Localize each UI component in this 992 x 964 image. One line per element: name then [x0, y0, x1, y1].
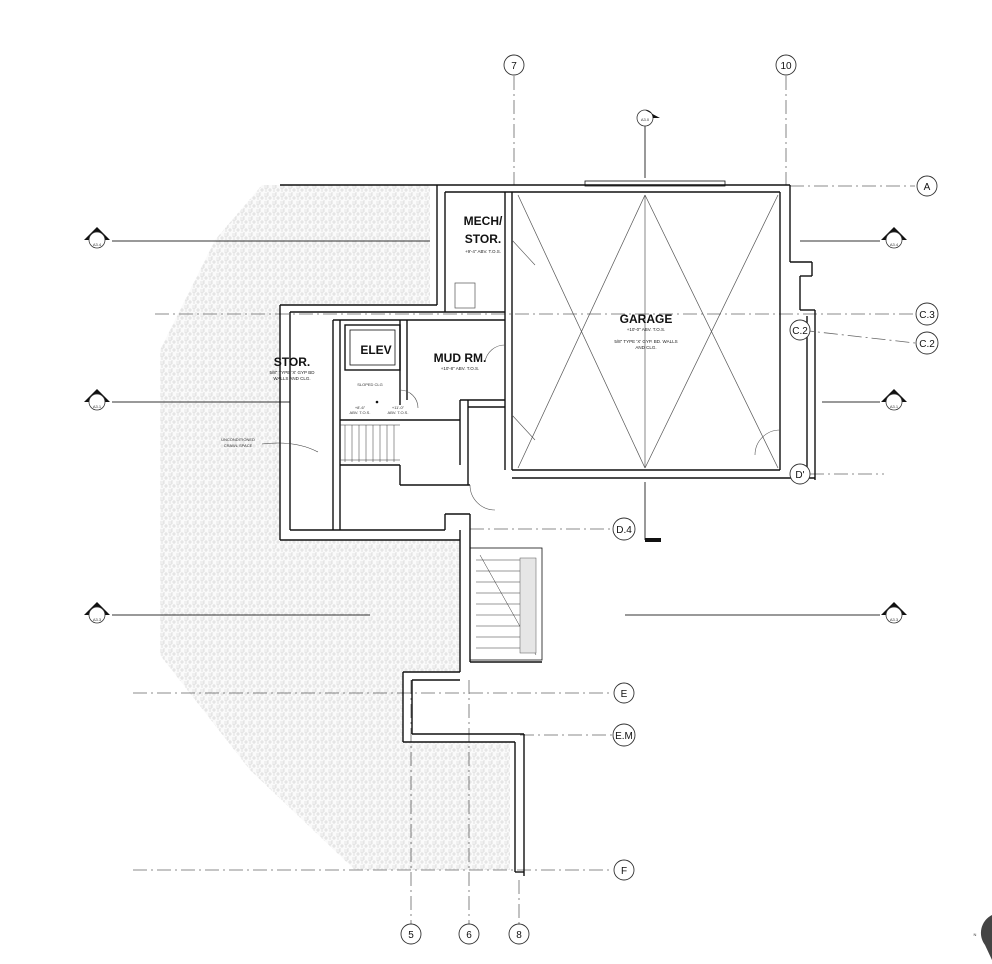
grid-bubble-d4	[612, 517, 636, 541]
section-cut-lines	[112, 126, 880, 616]
section-marker-top: A3.0	[636, 109, 660, 127]
grid-label-row-e: E	[621, 689, 628, 700]
grid-bubble-f	[613, 859, 635, 881]
mech-room-label-2: STOR.	[465, 232, 501, 246]
section-marker-left-upper-label: A3.4	[93, 242, 102, 247]
grid-label-row-a: A	[924, 182, 931, 193]
garage-note-3: AND CLG.	[635, 345, 656, 350]
crawl-label-1: UNCONDITIONED	[221, 437, 255, 442]
section-marker-left-upper: A3.4	[84, 227, 110, 249]
section-marker-left-lower-label: A3.3	[93, 617, 102, 622]
section-marker-left-mid-label: A3.1	[93, 404, 102, 409]
grid-label-col-5: 5	[408, 930, 414, 941]
level-left-1: +8'-6"	[355, 405, 366, 410]
section-tail	[645, 538, 661, 542]
section-marker-right-upper: A3.4	[881, 227, 907, 249]
grid-bubble-em	[612, 723, 636, 747]
garage-bay-marks	[517, 194, 779, 469]
grid-label-col-7: 7	[511, 61, 517, 72]
grid-bubble-10	[775, 54, 797, 76]
stair-fill	[519, 557, 537, 654]
mud-room-label: MUD RM.	[434, 351, 487, 365]
section-marker-right-mid: A3.1	[881, 389, 907, 411]
grid-bubbles	[400, 54, 939, 945]
section-marker-right-lower-label: A3.3	[890, 617, 899, 622]
grid-label-col-6: 6	[466, 930, 472, 941]
sloped-clg-label: SLOPED CLG	[357, 382, 383, 387]
door-swings	[399, 239, 781, 511]
grid-label-row-c2-inner: C.2	[792, 326, 808, 337]
crawl-label-2: CRAWL SPACE	[224, 443, 253, 448]
grid-bubble-6	[458, 923, 480, 945]
crawl-leader-arrow	[261, 442, 319, 453]
grid-label-col-10: 10	[780, 61, 792, 72]
grid-bubble-5	[400, 923, 422, 945]
grid-bubble-e	[613, 682, 635, 704]
walls	[279, 180, 816, 876]
grid-label-row-c3: C.3	[919, 310, 935, 321]
garage-label: GARAGE	[620, 312, 673, 326]
grid-bubble-8	[508, 923, 530, 945]
level-right-1: +11'-0"	[392, 405, 405, 410]
mech-equipment	[454, 282, 476, 309]
grid-label-row-em: E.M	[615, 731, 633, 742]
stor-label: STOR.	[274, 355, 310, 369]
mech-room-label-1: MECH/	[464, 214, 503, 228]
garage-note-1: +10'-0" ABV. T.O.S.	[627, 327, 666, 332]
grid-bubble-a	[916, 175, 938, 197]
section-marker-right-lower: A3.3	[881, 602, 907, 624]
stor-note-2: WALLS AND CLG.	[273, 376, 310, 381]
grid-bubble-dprime	[789, 463, 811, 485]
grid-bubble-7	[503, 54, 525, 76]
section-marker-left-lower: A3.3	[84, 602, 110, 624]
mud-room-note: +10'-8" ABV. T.O.S.	[441, 366, 480, 371]
grid-label-row-d4: D.4	[616, 525, 632, 536]
grid-bubble-c2	[915, 331, 939, 355]
level-left-2: ABV. T.O.S.	[350, 410, 371, 415]
crawl-space-hatch	[160, 185, 510, 870]
elev-label: ELEV	[360, 343, 391, 357]
grid-label-row-c2: C.2	[919, 339, 935, 350]
section-marker-right-upper-label: A3.4	[890, 242, 899, 247]
north-arrow-icon: N	[974, 915, 992, 960]
mech-room-note: +9'-4" ABV. T.O.S.	[465, 249, 501, 254]
grid-label-col-8: 8	[516, 930, 522, 941]
level-dot	[375, 400, 379, 404]
grid-label-row-f: F	[621, 866, 627, 877]
north-arrow-label: N	[974, 932, 977, 937]
grid-lines	[133, 76, 916, 924]
garage-note-2: 5/8" TYPE 'X' GYP. BD. WALLS	[614, 339, 677, 344]
grid-label-row-dprime: D'	[795, 470, 804, 481]
section-marker-left-mid: A3.1	[84, 389, 110, 411]
section-marker-right-mid-label: A3.1	[890, 404, 899, 409]
grid-bubble-c3	[915, 302, 939, 326]
level-right-2: ABV. T.O.S.	[388, 410, 409, 415]
section-marker-top-label: A3.0	[641, 117, 650, 122]
grid-bubble-c2-inner	[789, 319, 811, 341]
stor-note-1: 5/8" TYPE 'X' GYP BD	[270, 370, 316, 375]
